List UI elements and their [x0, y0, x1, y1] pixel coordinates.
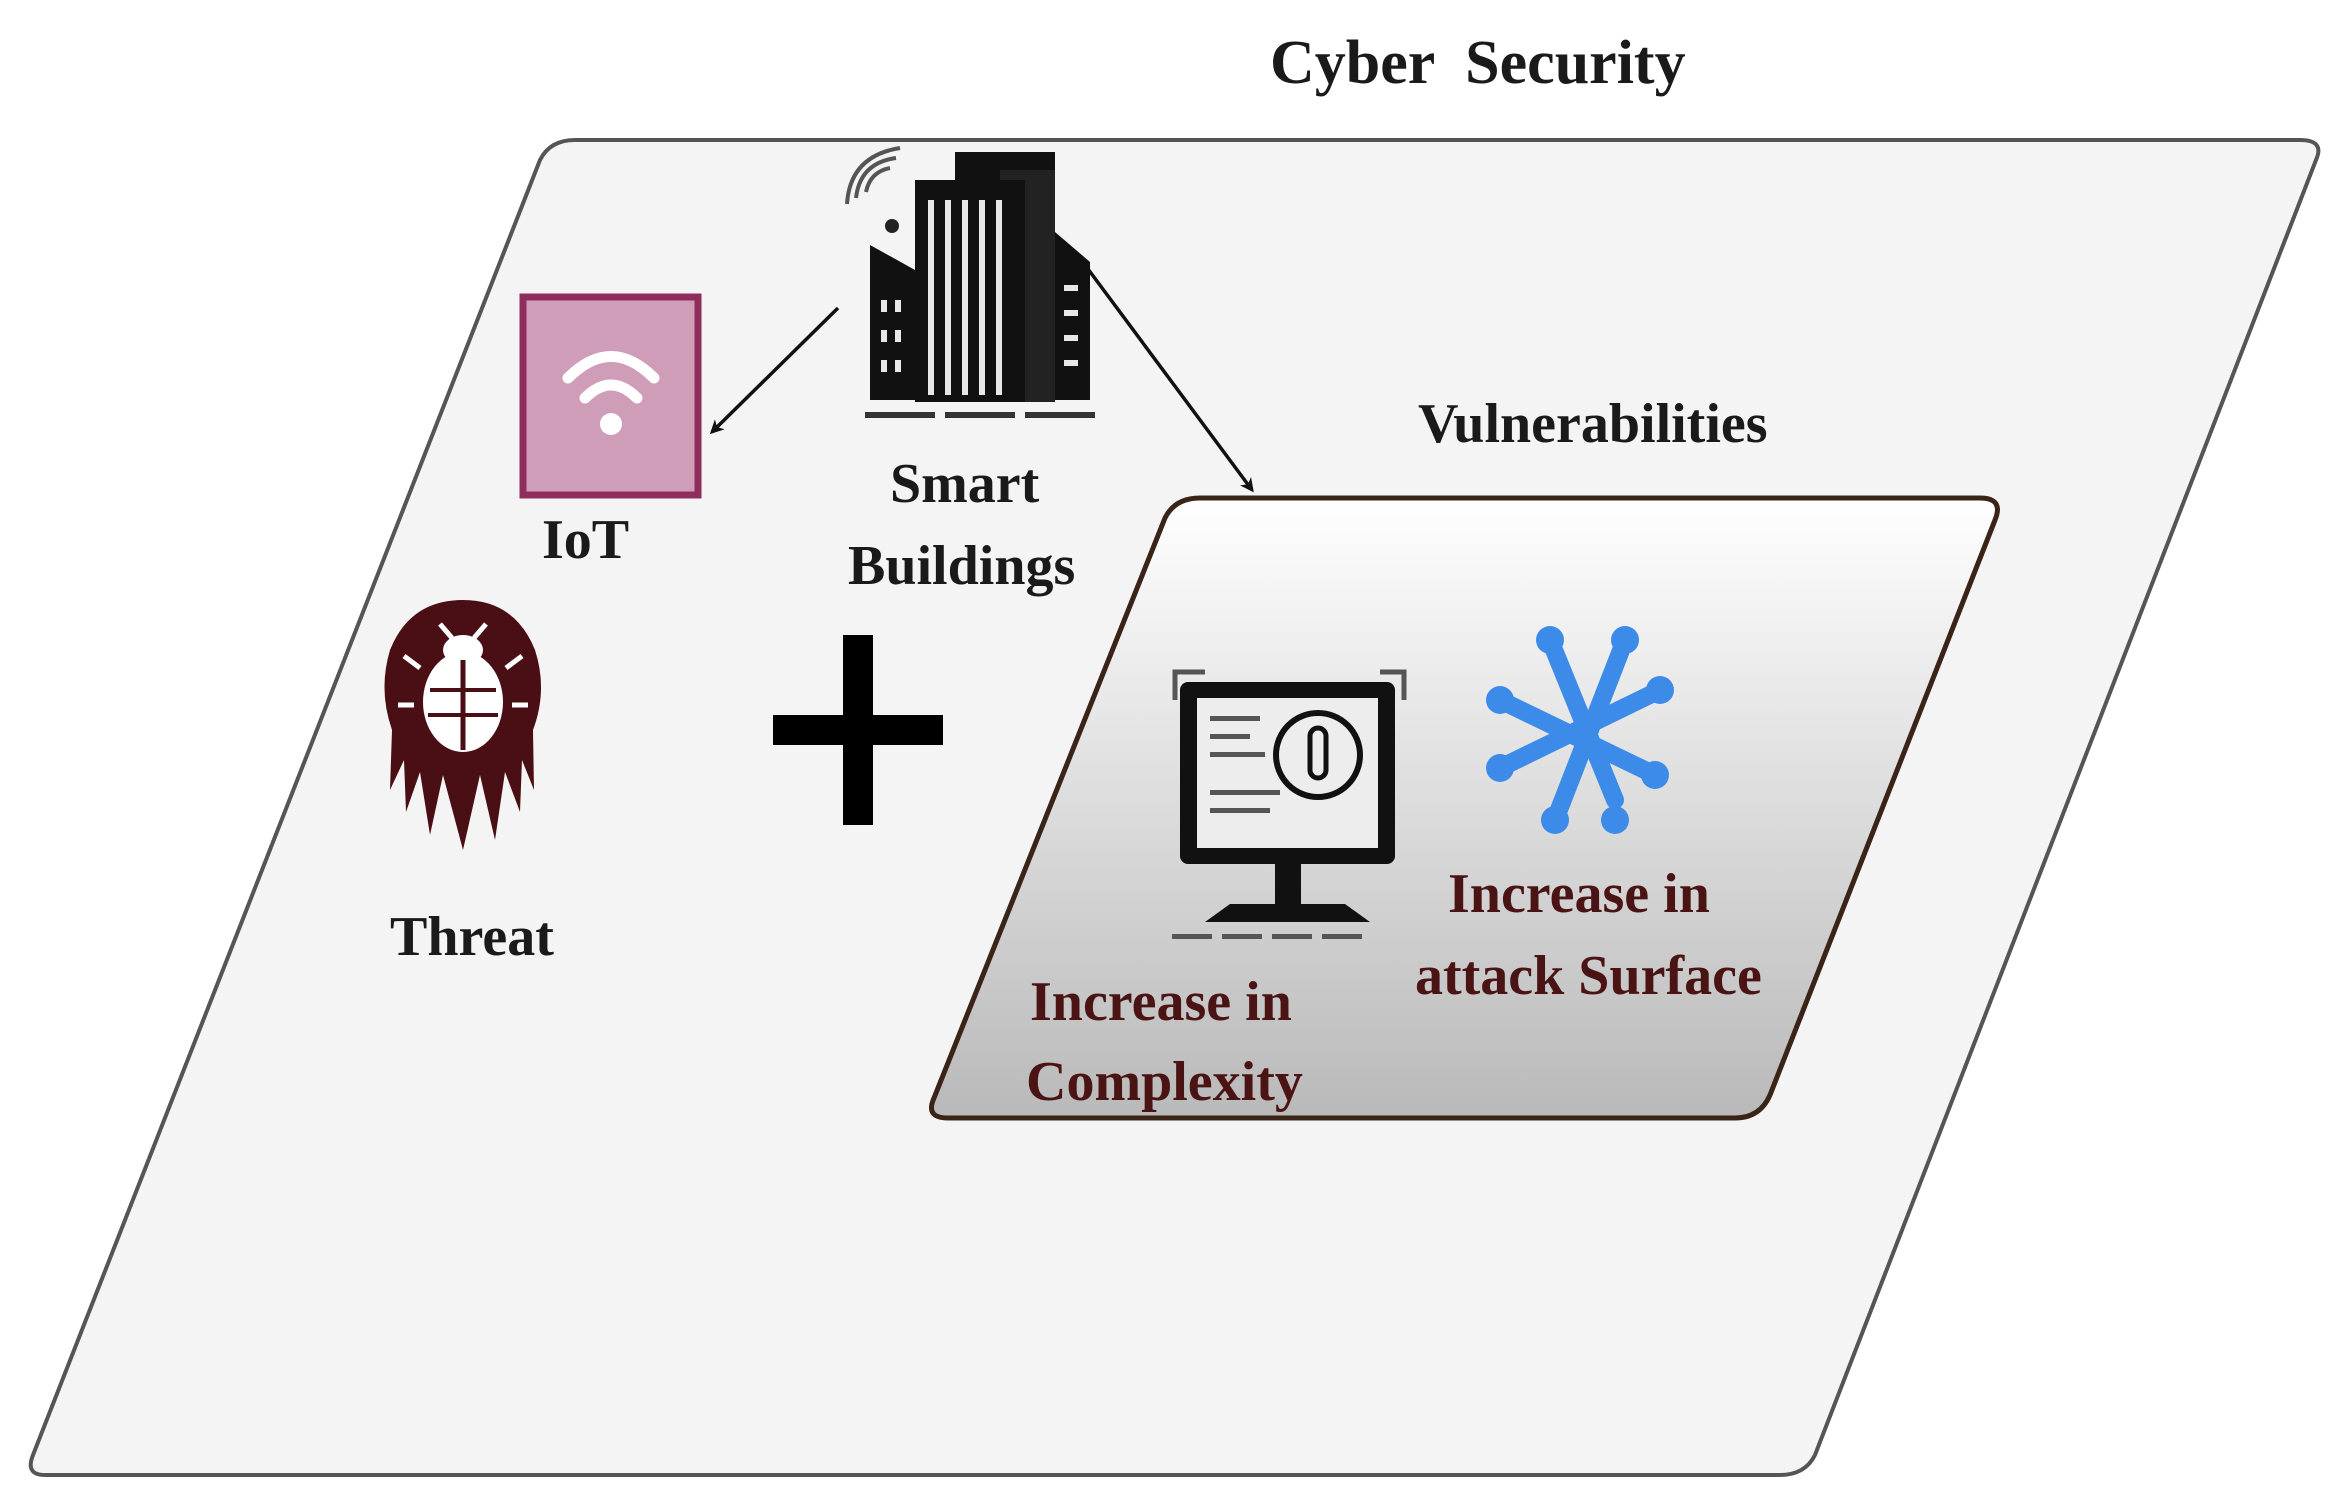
- smart-buildings-label-line2: Buildings: [848, 535, 1076, 597]
- attack-surface-label-line1: Increase in: [1448, 863, 1710, 925]
- attack-surface-label-line2: attack Surface: [1415, 945, 1762, 1007]
- diagram-title: Cyber Security: [1270, 29, 1686, 97]
- iot-label: IoT: [542, 509, 630, 571]
- complexity-label-line2: Complexity: [1026, 1051, 1303, 1113]
- vulnerabilities-panel: [929, 495, 2000, 1121]
- smart-buildings-label-line1: Smart: [890, 453, 1040, 515]
- monitor-alert-icon: [1172, 669, 1407, 939]
- bug-threat-icon: [384, 600, 542, 850]
- arrow-to-vulnerabilities: [1083, 263, 1254, 493]
- complexity-label-line1: Increase in: [1030, 971, 1292, 1033]
- smart-building-icon: [845, 146, 1095, 418]
- network-nodes-icon: [1486, 626, 1674, 834]
- plus-icon: [773, 635, 943, 825]
- vulnerabilities-label: Vulnerabilities: [1418, 393, 1768, 455]
- threat-label: Threat: [390, 906, 554, 968]
- arrow-to-iot: [709, 306, 840, 435]
- wifi-tile-icon: [519, 293, 702, 499]
